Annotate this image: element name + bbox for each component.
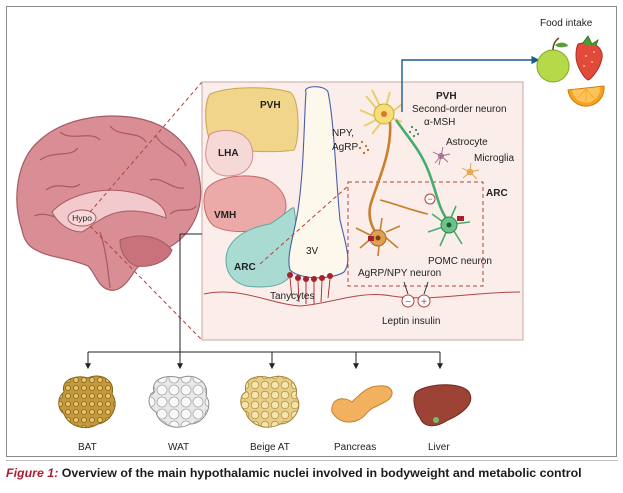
agrp-axon (368, 121, 392, 237)
pancreas-icon (331, 385, 393, 423)
leptin-minus-symbol (401, 294, 415, 308)
liver-icon (413, 384, 472, 427)
vmh-label: VMH (214, 210, 236, 221)
arc-region-label: ARC (486, 188, 508, 199)
lha-label: LHA (218, 148, 239, 159)
brain-illustration (16, 115, 202, 291)
leptin-minus: − (405, 297, 411, 308)
agrp-npy-neuron (355, 217, 401, 257)
hypo-label: Hypo (72, 213, 92, 223)
beige-at-label: Beige AT (250, 442, 290, 453)
microglia-label: Microglia (474, 153, 514, 164)
zoom-line-bottom (89, 225, 203, 341)
npy-agrp-dots (358, 140, 370, 155)
arc-zoom-line (259, 185, 349, 265)
third-ventricle (288, 86, 349, 279)
output-arrows (85, 233, 443, 370)
strawberry-icon (575, 35, 603, 81)
wat-tissue-icon (148, 375, 210, 428)
second-order-neuron-label: Second-order neuron (412, 104, 507, 115)
pancreas-label: Pancreas (334, 442, 376, 453)
astrocyte-label: Astrocyte (446, 137, 488, 148)
caption-text: Overview of the main hypothalamic nuclei… (58, 466, 582, 480)
inhibition-minus: − (427, 194, 432, 204)
third-ventricle-label: 3V (306, 246, 319, 257)
orange-slice-icon (567, 85, 605, 107)
pvh-region-label: PVH (436, 91, 457, 102)
caption-rule (6, 460, 618, 461)
apple-icon (536, 37, 570, 83)
leptin-insulin-label: Leptin insulin (382, 316, 440, 327)
second-order-neuron (359, 89, 403, 135)
insulin-plus-symbol (417, 294, 431, 308)
wat-label: WAT (168, 442, 189, 453)
alpha-msh-label: α-MSH (424, 117, 455, 128)
food-intake-label: Food intake (540, 18, 593, 29)
astrocyte (432, 146, 451, 166)
pomc-axon (394, 119, 448, 219)
median-eminence-curve (203, 291, 521, 307)
pvh-nucleus-label: PVH (260, 100, 281, 111)
tanycytes (287, 272, 333, 304)
npy-label: NPY, (332, 128, 354, 139)
alpha-msh-dots (408, 125, 420, 138)
tanycytes-label: Tanycytes (270, 291, 314, 302)
insulin-plus: + (421, 297, 427, 308)
bat-tissue-icon (58, 375, 116, 429)
zoom-line-top (89, 81, 203, 213)
food-intake-arrow (401, 55, 540, 112)
bat-label: BAT (78, 442, 97, 453)
leptin-arrows (403, 281, 429, 295)
lha-nucleus (205, 130, 254, 177)
pomc-neuron-label: POMC neuron (428, 256, 492, 267)
figure-caption: Figure 1: Overview of the main hypothala… (6, 466, 618, 480)
agrp-npy-neuron-label: AgRP/NPY neuron (358, 268, 441, 279)
arc-label: ARC (234, 262, 256, 273)
receptor-agrp (368, 236, 374, 241)
microglia (461, 162, 480, 180)
gallbladder-icon (433, 417, 439, 423)
beige-at-tissue-icon (240, 375, 300, 428)
agrp-label: AgRP (332, 142, 358, 153)
pomc-neuron (427, 205, 471, 247)
figure-number: Figure 1: (6, 466, 59, 480)
liver-label: Liver (428, 442, 450, 453)
receptor-pomc (457, 216, 464, 221)
inhibition-symbol (424, 193, 436, 205)
agrp-collateral (379, 199, 429, 215)
hypothalamus-marker (67, 209, 97, 227)
